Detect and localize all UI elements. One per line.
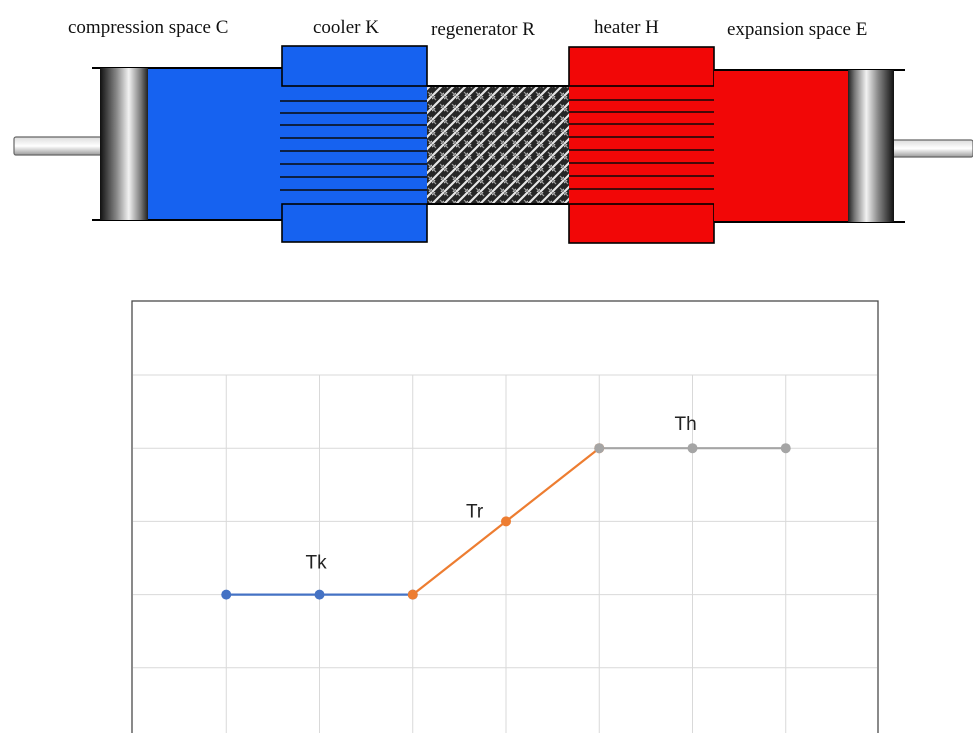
heater-jacket-bottom <box>568 203 715 244</box>
regenerator-matrix <box>427 86 569 204</box>
label-cooler: cooler K <box>313 17 379 38</box>
series-labels: Tk Tr Th <box>306 414 697 573</box>
heater-jacket-top <box>568 46 715 87</box>
data-point-tr <box>407 589 418 600</box>
label-regenerator: regenerator R <box>431 19 535 40</box>
label-compression-space: compression space C <box>68 17 228 38</box>
label-heater: heater H <box>594 17 659 38</box>
data-point-tk <box>314 589 325 600</box>
series-layer <box>221 443 791 600</box>
label-expansion-space: expansion space E <box>727 19 867 40</box>
right-piston-rod <box>891 139 973 158</box>
grid-lines <box>133 374 877 733</box>
heater-tubes <box>569 99 714 190</box>
data-point-th <box>780 443 791 454</box>
cooler-jacket-top <box>281 45 428 87</box>
left-piston-rod <box>13 136 103 156</box>
data-point-tr <box>501 516 511 527</box>
cooler-jacket-bottom <box>281 203 428 243</box>
temperature-profile-chart: Tk Tr Th <box>131 300 879 733</box>
expansion-space <box>714 70 850 222</box>
series-label-tr: Tr <box>466 501 484 522</box>
data-point-th <box>594 443 605 454</box>
data-point-th <box>687 443 698 454</box>
expansion-piston <box>848 70 894 222</box>
engine-diagram: compression space C cooler K regenerator… <box>13 17 973 244</box>
compression-space <box>148 68 282 220</box>
cooler-tubes <box>280 100 427 191</box>
series-label-th: Th <box>675 414 697 435</box>
data-point-tk <box>221 589 232 600</box>
series-label-tk: Tk <box>306 553 328 574</box>
heater-body <box>569 86 714 204</box>
cooler-body <box>280 86 427 204</box>
compression-piston <box>100 68 148 220</box>
